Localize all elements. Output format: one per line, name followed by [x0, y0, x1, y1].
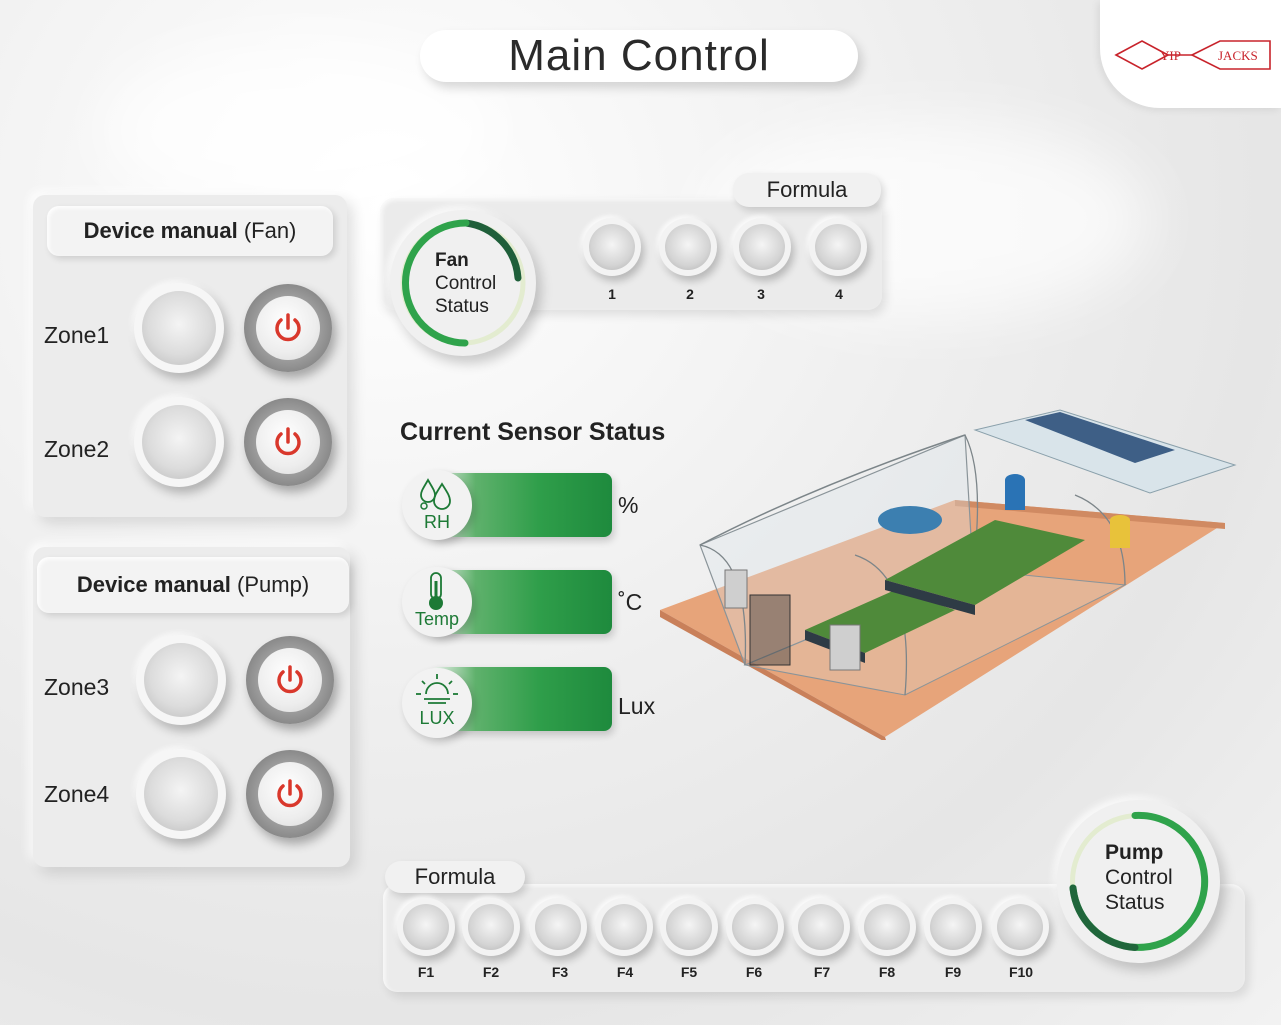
formula-button-label: F7: [813, 964, 831, 980]
formula-button-label: 3: [757, 286, 765, 302]
formula-top-tab: Formula: [733, 173, 881, 207]
formula-button-4[interactable]: [809, 218, 867, 276]
rh-unit: %: [618, 492, 639, 518]
zone1-status-lamp: [134, 283, 224, 373]
formula-button-label: F4: [616, 964, 634, 980]
zone4-power-button[interactable]: [246, 750, 334, 838]
formula-button-2[interactable]: [659, 218, 717, 276]
formula-button-label: F9: [944, 964, 962, 980]
rh-sensor-badge: RH: [402, 470, 472, 540]
fan-status-label: Fan Control Status: [435, 250, 497, 317]
company-logo: YIP JACKS: [1100, 0, 1281, 108]
greenhouse-illustration: [660, 409, 1237, 740]
formula-button-f10[interactable]: [991, 898, 1049, 956]
sun-icon: [416, 674, 458, 704]
power-icon: [277, 779, 303, 808]
zone4-label: Zone4: [44, 781, 110, 807]
svg-text:JACKS: JACKS: [1218, 48, 1258, 63]
formula-button-1[interactable]: [583, 218, 641, 276]
formula-button-label: F5: [680, 964, 698, 980]
formula-button-f7[interactable]: [792, 898, 850, 956]
zone3-power-button[interactable]: [246, 636, 334, 724]
power-icon: [275, 313, 301, 342]
formula-button-f3[interactable]: [529, 898, 587, 956]
fan-status-ring-icon: [400, 219, 526, 347]
temp-unit: ˚C: [618, 589, 643, 615]
zone3-label: Zone3: [44, 674, 110, 700]
formula-button-label: F8: [878, 964, 896, 980]
zone2-label: Zone2: [44, 436, 110, 462]
droplets-icon: [420, 478, 451, 510]
formula-button-label: F2: [482, 964, 500, 980]
formula-button-f2[interactable]: [462, 898, 520, 956]
thermometer-icon: [429, 572, 443, 610]
rh-label: RH: [424, 512, 450, 532]
formula-bottom-tab: Formula: [385, 861, 525, 893]
yipjacks-logo-icon: YIP JACKS: [1114, 40, 1271, 70]
sensor-section-title: Current Sensor Status: [400, 418, 666, 446]
lux-sensor-badge: LUX: [402, 668, 472, 738]
temp-sensor-badge: Temp: [402, 567, 472, 637]
temp-label: Temp: [414, 609, 459, 629]
formula-button-label: F10: [1008, 964, 1034, 980]
svg-text:YIP: YIP: [1160, 48, 1181, 63]
zone3-status-lamp: [136, 635, 226, 725]
pump-control-status: [1057, 800, 1220, 963]
fan-panel-heading: Device manual (Fan): [47, 206, 333, 256]
formula-button-label: F6: [745, 964, 763, 980]
formula-button-f9[interactable]: [924, 898, 982, 956]
pump-status-ring-icon: [1069, 811, 1209, 951]
power-icon: [277, 665, 303, 694]
zone1-label: Zone1: [44, 322, 110, 348]
formula-button-f6[interactable]: [726, 898, 784, 956]
formula-button-label: 4: [835, 286, 843, 302]
power-icon: [275, 427, 301, 456]
page-title: Main Control: [420, 30, 858, 82]
formula-button-f5[interactable]: [660, 898, 718, 956]
formula-button-label: 1: [608, 286, 616, 302]
lux-label: LUX: [419, 708, 455, 728]
fan-control-status: [390, 210, 536, 356]
lux-unit: Lux: [618, 693, 656, 719]
formula-button-f8[interactable]: [858, 898, 916, 956]
formula-button-3[interactable]: [733, 218, 791, 276]
formula-button-label: F3: [551, 964, 569, 980]
formula-button-f4[interactable]: [595, 898, 653, 956]
zone4-status-lamp: [136, 749, 226, 839]
zone1-power-button[interactable]: [244, 284, 332, 372]
pump-status-label: Pump Control Status: [1105, 841, 1173, 915]
formula-button-f1[interactable]: [397, 898, 455, 956]
zone2-status-lamp: [134, 397, 224, 487]
pump-panel-heading: Device manual (Pump): [37, 557, 349, 613]
formula-button-label: F1: [417, 964, 435, 980]
formula-button-label: 2: [686, 286, 694, 302]
zone2-power-button[interactable]: [244, 398, 332, 486]
